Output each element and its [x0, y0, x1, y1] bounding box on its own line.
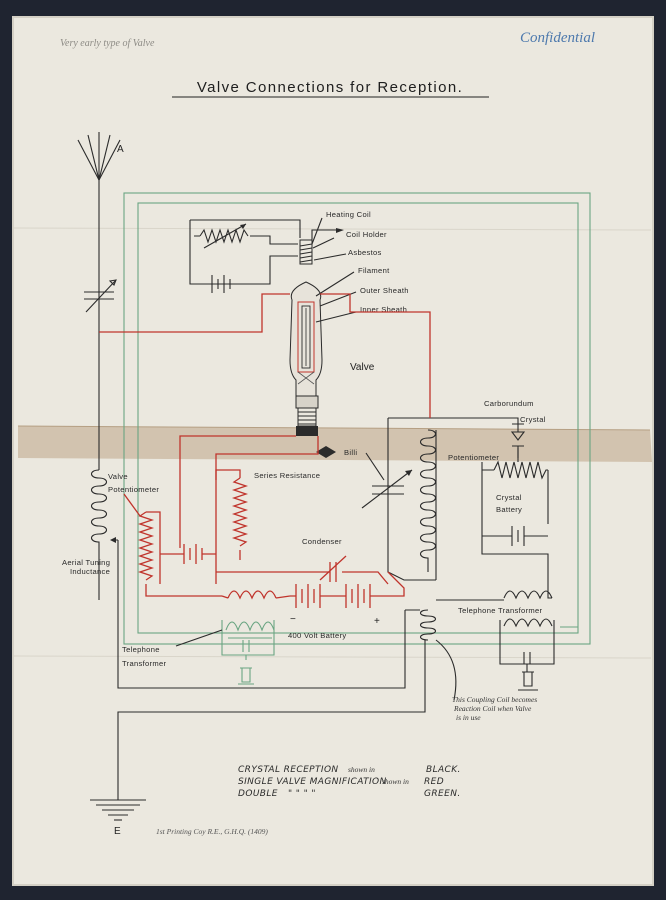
green-transformer-coil [225, 621, 275, 639]
outer-sheath-label: Outer Sheath [360, 286, 409, 295]
series-resistance-icon [231, 477, 249, 547]
center-tuning-coil-icon [419, 429, 437, 572]
printer-credit: 1st Printing Coy R.E., G.H.Q. (1409) [156, 827, 268, 836]
tape-edge [17, 425, 651, 431]
aerial-label: A [117, 144, 124, 155]
crystal-label: Crystal [520, 415, 546, 424]
legend-row-1-prefix: CRYSTAL RECEPTION [238, 765, 339, 775]
green-loop-outer [123, 192, 591, 645]
red-condenser-icon [319, 555, 347, 582]
right-receiver-icon [518, 664, 538, 691]
telephone-transformer-left-label-1: Telephone [122, 645, 160, 654]
diagram-title: Valve Connections for Reception. [197, 79, 463, 96]
aerial-variable-condenser-icon [84, 279, 117, 313]
earth-lead [117, 640, 426, 800]
red-condenser-wire [216, 571, 389, 585]
legend-row-3-color: GREEN. [424, 789, 461, 799]
battery-minus-label: − [290, 614, 296, 625]
legend-row-1-color: BLACK. [426, 765, 461, 775]
coil-holder-arrow [336, 228, 344, 233]
inner-sheath-label: Inner Sheath [360, 305, 407, 314]
valve-label: Valve [350, 362, 375, 373]
red-telephone-coil-icon [221, 590, 291, 600]
earth-icon [90, 799, 146, 821]
legend-row-2-prefix: SINGLE VALVE MAGNIFICATION [238, 777, 387, 787]
crystal-potentiometer-icon [493, 460, 548, 480]
heating-rheostat-arrow [240, 224, 246, 229]
earth-label: E [114, 826, 121, 837]
aerial-tuning-label-2: Inductance [70, 567, 110, 576]
telephone-left-leader [175, 629, 223, 647]
heating-battery-icon [211, 275, 231, 293]
crystal-detector-icon [510, 423, 526, 447]
green-receiver-icon [238, 667, 254, 685]
confidential-stamp: Confidential [520, 30, 595, 46]
red-grid-feed [179, 435, 319, 584]
valve-bulb-icon [289, 281, 323, 436]
valve-potentiometer-icon [137, 511, 155, 581]
aerial-tuning-label-1: Aerial Tuning [62, 558, 110, 567]
legend-row-2-color: RED [424, 777, 444, 787]
battery-400v-label: 400 Volt Battery [288, 631, 346, 640]
aerial-icon [77, 132, 121, 181]
legend-row-2-mid: shown in [382, 777, 409, 786]
filament-label: Filament [358, 266, 390, 275]
green-loop-inner [137, 202, 579, 634]
aerial-tuning-arrow [110, 537, 116, 543]
right-transformer-condenser-icon [523, 652, 531, 664]
pencil-note: Very early type of Valve [60, 38, 155, 49]
battery-400v-wire [290, 571, 405, 597]
red-aerial-feed [99, 293, 290, 333]
legend-row-3-prefix: DOUBLE [238, 789, 278, 799]
aerial-tuning-inductance-icon [90, 469, 108, 560]
heating-circuit-wire [189, 219, 301, 285]
coupling-note-3: is in use [456, 713, 481, 722]
green-transformer-loop [221, 620, 275, 660]
valve-pot-label-1: Valve [108, 472, 128, 481]
coupling-note-1: This Coupling Coil becomes [452, 695, 537, 704]
battery-plus-label: + [374, 616, 380, 627]
carborundum-label: Carborundum [484, 399, 534, 408]
valve-leaders [311, 217, 357, 323]
billi-icon [316, 446, 336, 458]
red-valve-plate-feed [320, 293, 431, 418]
potentiometer-right-label: Potentiometer [448, 453, 499, 462]
series-resistance-wire [215, 469, 241, 560]
telephone-transformer-right-label: Telephone Transformer [458, 606, 543, 615]
heating-coil-icon [299, 243, 313, 263]
right-transformer-primary-icon [440, 590, 553, 601]
billi-leader [365, 452, 385, 481]
legend: CRYSTAL RECEPTION shown in BLACK. SINGLE… [238, 765, 461, 799]
billi-label: Billi [344, 448, 357, 457]
coupling-coil-icon [405, 609, 437, 641]
center-variable-condenser-icon [361, 469, 413, 509]
crystal-battery-label-1: Crystal [496, 493, 522, 502]
legend-row-1-mid: shown in [348, 765, 375, 774]
valve-pot-label-2: Potentiometer [108, 485, 159, 494]
coil-holder-bracket [311, 229, 336, 240]
tape-strip [18, 426, 652, 462]
coupling-leader [435, 639, 457, 701]
condenser-label: Condenser [302, 537, 342, 546]
coil-holder-label: Coil Holder [346, 230, 387, 239]
series-resistance-label: Series Resistance [254, 471, 320, 480]
heating-rheostat-icon [199, 223, 249, 249]
crystal-battery-label-2: Battery [496, 505, 522, 514]
asbestos-label: Asbestos [348, 248, 382, 257]
fold-line-bottom [13, 655, 652, 659]
valve-pot-leader [123, 493, 141, 517]
valve-potentiometer-wire [145, 511, 222, 597]
center-tuning-wire [387, 417, 440, 601]
legend-row-3-mid: " " " " [288, 789, 316, 799]
paper-shadow-fold [12, 16, 654, 886]
coupling-note-2: Reaction Coil when Valve [453, 704, 532, 713]
heating-coil-label: Heating Coil [326, 210, 371, 219]
fold-line-top [13, 227, 652, 231]
telephone-transformer-left-label-2: Transformer [122, 659, 167, 668]
